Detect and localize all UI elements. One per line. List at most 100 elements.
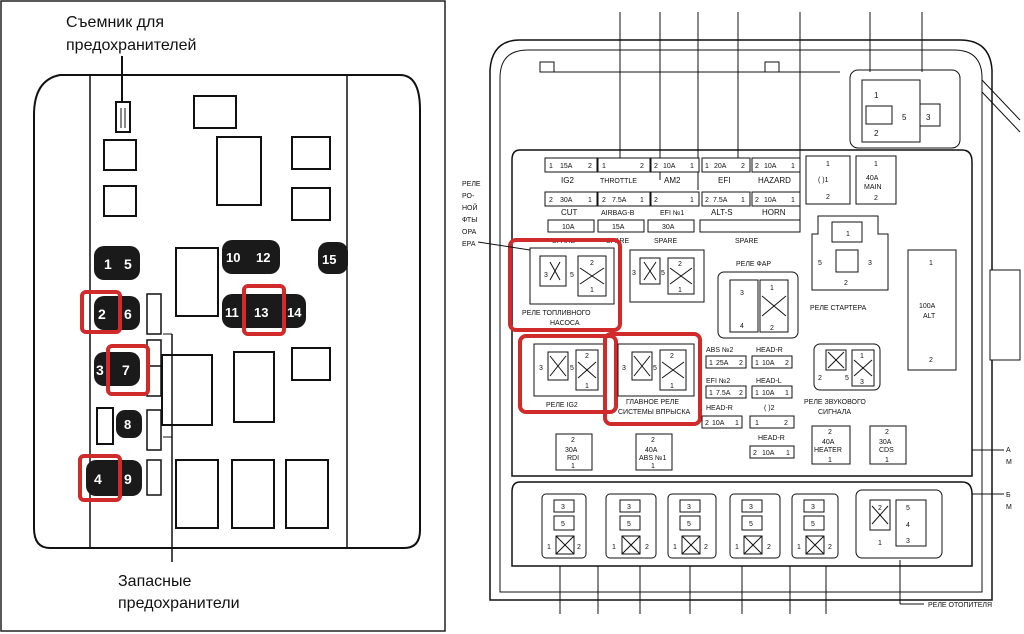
svg-text:2: 2	[585, 353, 589, 360]
fuse-4-9: 4 9	[86, 460, 142, 496]
fuse-puller-label-line2: предохранителей	[66, 37, 196, 54]
svg-text:EFI №1: EFI №1	[660, 210, 684, 217]
svg-text:13: 13	[254, 305, 268, 320]
svg-text:1: 1	[874, 161, 878, 168]
fuse-8: 8	[116, 410, 142, 438]
svg-text:1: 1	[785, 390, 789, 397]
fuse-row-1: 1 15A 2 IG2 1 2 THROTTLE 2 10A 1 AM2 1 2…	[544, 157, 801, 185]
svg-text:2: 2	[654, 197, 658, 204]
svg-text:2: 2	[571, 437, 575, 444]
svg-text:1: 1	[588, 197, 592, 204]
svg-text:А: А	[1006, 447, 1011, 454]
small-fuse-cluster: ABS №2 HEAD-R 1 25A 2 1 10A 2 EFI №2 HEA…	[701, 347, 795, 459]
svg-text:2: 2	[670, 353, 674, 360]
svg-text:3: 3	[926, 113, 931, 122]
svg-text:1: 1	[678, 287, 682, 294]
svg-text:3: 3	[96, 362, 104, 378]
left-panel: Съемник для предохранителей	[0, 0, 446, 632]
svg-text:1: 1	[673, 544, 677, 551]
svg-text:2: 2	[874, 195, 878, 202]
svg-text:2: 2	[929, 357, 933, 364]
svg-text:5: 5	[818, 260, 822, 267]
svg-text:1: 1	[860, 353, 864, 360]
svg-text:5: 5	[653, 365, 657, 372]
relay-fuel-label-line1: РЕЛЕ ТОПЛИВНОГО	[522, 310, 591, 317]
relay-main-label-line1: ГЛАВНОЕ РЕЛЕ	[626, 399, 679, 406]
svg-text:10A: 10A	[762, 390, 775, 397]
svg-text:2: 2	[755, 163, 759, 170]
svg-text:5: 5	[561, 521, 565, 528]
svg-text:5: 5	[902, 113, 907, 122]
svg-text:10A: 10A	[762, 360, 775, 367]
svg-text:30A: 30A	[565, 447, 578, 454]
svg-text:РЕЛЕ: РЕЛЕ	[462, 181, 481, 188]
svg-text:11: 11	[225, 305, 239, 320]
svg-text:ABS №2: ABS №2	[706, 347, 733, 354]
svg-text:ЕРА: ЕРА	[462, 241, 476, 248]
svg-text:1: 1	[755, 390, 759, 397]
svg-text:HEAD-L: HEAD-L	[756, 378, 782, 385]
svg-text:3: 3	[868, 260, 872, 267]
svg-text:1: 1	[602, 163, 606, 170]
svg-text:15: 15	[322, 252, 336, 267]
svg-text:5: 5	[627, 521, 631, 528]
svg-text:1: 1	[705, 163, 709, 170]
svg-text:1: 1	[612, 544, 616, 551]
fuse-row-2: 2 30A 1 CUT 2 7.5A 1 AIRBAG-B 2 1 EFI №1…	[544, 191, 801, 217]
svg-text:30A: 30A	[560, 197, 573, 204]
svg-text:( )2: ( )2	[764, 405, 775, 412]
svg-text:3: 3	[539, 365, 543, 372]
svg-text:7.5A: 7.5A	[716, 390, 731, 397]
svg-text:15A: 15A	[560, 163, 573, 170]
svg-text:SPARE: SPARE	[654, 238, 678, 245]
alt-fuse: 1 100A ALT 2	[907, 249, 957, 371]
highlight-fuse-7	[106, 344, 150, 396]
relay-main-label-line2: СИСТЕМЫ ВПРЫСКА	[618, 409, 691, 416]
svg-text:5: 5	[570, 365, 574, 372]
svg-text:1: 1	[690, 163, 694, 170]
svg-text:3: 3	[632, 270, 636, 277]
relay-main-efi: 2 1 3 5 ГЛАВНОЕ РЕЛЕ СИСТЕМЫ ВПРЫСКА	[617, 343, 695, 416]
relay-starter: 1 5 3 2 РЕЛЕ СТАРТЕРА	[810, 215, 889, 312]
svg-text:10A: 10A	[764, 163, 777, 170]
svg-text:1: 1	[846, 231, 850, 238]
svg-text:SPARE: SPARE	[735, 238, 759, 245]
svg-text:М: М	[1006, 459, 1012, 466]
svg-text:20A: 20A	[714, 163, 727, 170]
svg-text:EFI №2: EFI №2	[706, 378, 730, 385]
relay-heater-label: РЕЛЕ ОТОПИТЕЛЯ	[928, 602, 992, 609]
svg-text:2: 2	[828, 429, 832, 436]
svg-text:2: 2	[705, 197, 709, 204]
svg-text:РО-: РО-	[462, 193, 475, 200]
svg-text:5: 5	[845, 375, 849, 382]
svg-text:2: 2	[785, 360, 789, 367]
svg-text:12: 12	[256, 250, 270, 265]
svg-text:6: 6	[124, 306, 132, 322]
svg-text:2: 2	[784, 420, 788, 427]
svg-text:15A: 15A	[612, 224, 625, 231]
fuse-puller-label-line1: Съемник для	[66, 14, 164, 31]
svg-text:2: 2	[654, 163, 658, 170]
relay-headlamp: РЕЛЕ ФАР 3 4 1 2	[717, 261, 799, 339]
svg-text:4: 4	[740, 323, 744, 330]
svg-text:2: 2	[739, 390, 743, 397]
relay-heater: 2 1 5 4 3	[855, 489, 943, 559]
relay-starter-label: РЕЛЕ СТАРТЕРА	[810, 305, 867, 312]
svg-text:2: 2	[818, 375, 822, 382]
svg-text:1: 1	[929, 260, 933, 267]
svg-text:ФТЫ: ФТЫ	[462, 217, 477, 224]
svg-text:3: 3	[811, 504, 815, 511]
svg-text:ABS №1: ABS №1	[639, 455, 666, 462]
svg-text:1: 1	[651, 463, 655, 470]
svg-text:1: 1	[585, 383, 589, 390]
svg-text:5: 5	[687, 521, 691, 528]
relay-horn: 1 3 2 5 РЕЛЕ ЗВУКОВОГО СИГНАЛА	[804, 343, 881, 416]
svg-text:THROTTLE: THROTTLE	[600, 178, 637, 185]
svg-text:2: 2	[705, 420, 709, 427]
svg-text:2: 2	[590, 260, 594, 267]
svg-text:2: 2	[755, 197, 759, 204]
svg-text:1: 1	[826, 161, 830, 168]
svg-text:EFI: EFI	[718, 176, 730, 185]
svg-text:7.5A: 7.5A	[612, 197, 627, 204]
svg-text:4: 4	[906, 522, 910, 529]
